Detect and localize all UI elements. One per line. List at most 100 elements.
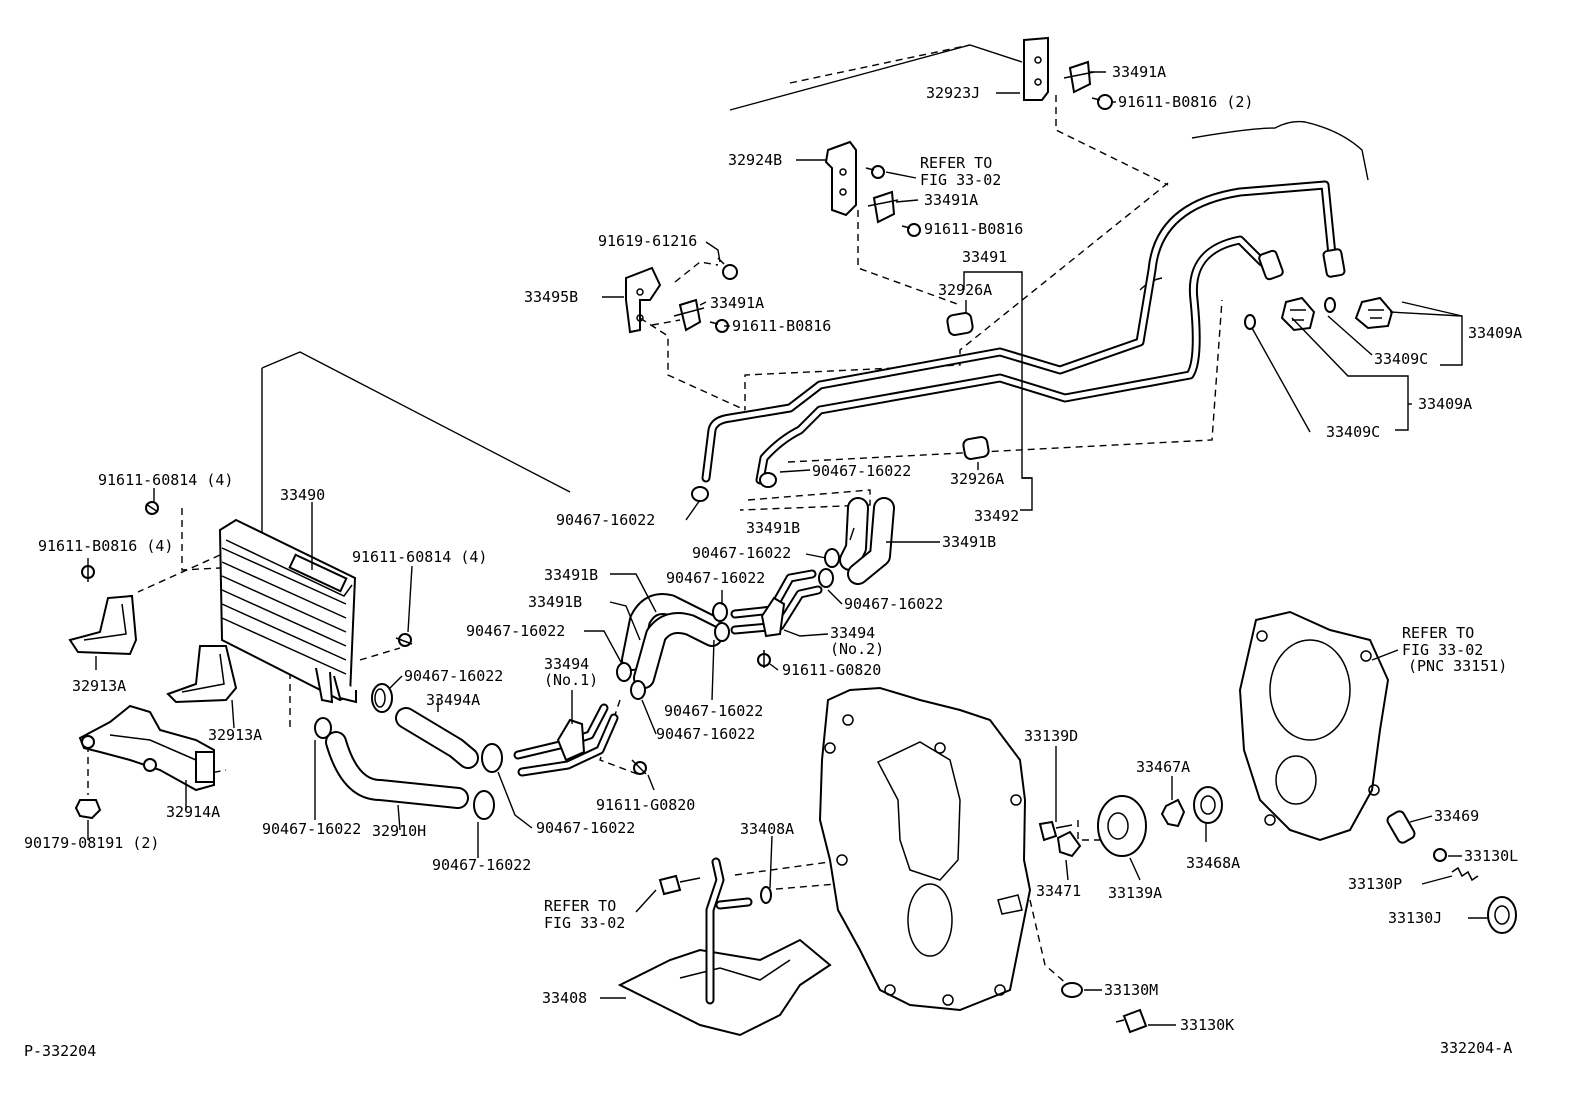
clamp-33491A-2 [867, 190, 899, 224]
label-33494-no1: 33494 [544, 655, 589, 673]
bracket-32913A-inner [166, 645, 238, 704]
spring-33130P [1451, 866, 1479, 882]
part-labels: 32923J 33491A 91611-B0816 (2) 32924B REF… [24, 63, 1522, 1060]
label-91611-G0820-a: 91611-G0820 [782, 661, 881, 679]
tube-33494-no1 [513, 703, 619, 777]
label-33467A: 33467A [1136, 758, 1190, 776]
bolt-91611-B0816-1 [1091, 94, 1113, 110]
bolts-cooler [81, 501, 413, 647]
label-33130J: 33130J [1388, 909, 1442, 927]
clamp-90467-16022-k [473, 743, 503, 820]
label-33130P: 33130P [1348, 875, 1402, 893]
label-33409A-2: 33409A [1418, 395, 1472, 413]
label-91611-60814-4b: 91611-60814 (4) [352, 548, 487, 566]
ring-33130L [1433, 848, 1447, 862]
label-33495B: 33495B [524, 288, 578, 306]
label-33491A-1: 33491A [1112, 63, 1166, 81]
label-33494-no2-sub: (No.2) [830, 640, 884, 658]
bracket-32914A [78, 704, 215, 792]
label-90467-16022-a: 90467-16022 [812, 462, 911, 480]
bolt-33130K [1115, 1008, 1148, 1034]
label-33468A: 33468A [1186, 854, 1240, 872]
reference-lines [261, 44, 1369, 540]
gear-33467A [1160, 798, 1186, 828]
leader-lines [87, 71, 1488, 1026]
label-33139D: 33139D [1024, 727, 1078, 745]
pump-33139A [1097, 795, 1147, 857]
hose-32910H [325, 731, 469, 809]
label-33130L: 33130L [1464, 847, 1518, 865]
clamp-33491A-3 [673, 298, 705, 332]
label-pnc: (PNC 33151) [1408, 657, 1507, 675]
bracket-32913A [68, 594, 138, 656]
hose-33494A [395, 707, 479, 769]
label-32914A: 32914A [166, 803, 220, 821]
hose-32926A-upper [946, 312, 974, 336]
plug-33130J [1487, 896, 1517, 934]
label-33130K: 33130K [1180, 1016, 1234, 1034]
clamp-90467-16022-g [371, 683, 393, 713]
label-33139A: 33139A [1108, 884, 1162, 902]
label-90467-16022-l: 90467-16022 [432, 856, 531, 874]
label-33491: 33491 [962, 248, 1007, 266]
nut-90179-08191 [74, 799, 102, 820]
bolt-refer-fig-33-02 [865, 165, 885, 179]
label-32923J: 32923J [926, 84, 980, 102]
label-33409C-1: 33409C [1374, 350, 1428, 368]
label-fig-1: FIG 33-02 [920, 171, 1001, 189]
label-33408: 33408 [542, 989, 587, 1007]
ring-33130M [1061, 982, 1083, 998]
strainer-33408 [617, 857, 832, 1037]
label-91611-B0816-b: 91611-B0816 [732, 317, 831, 335]
transmission-case [818, 686, 1032, 1012]
label-33491B-1: 33491B [746, 519, 800, 537]
label-refer-to-1: REFER TO [920, 154, 992, 172]
label-32913Ai: 32913A [208, 726, 262, 744]
footer-right-code: 332204-A [1440, 1039, 1512, 1057]
label-33408A: 33408A [740, 820, 794, 838]
label-33494A: 33494A [426, 691, 480, 709]
hoses-33491B-middle [621, 497, 895, 689]
label-91611-B0816-4: 91611-B0816 (4) [38, 537, 173, 555]
bracket-32923J [1023, 36, 1049, 101]
label-91619-61216: 91619-61216 [598, 232, 697, 250]
label-90467-16022-f: 90467-16022 [466, 622, 565, 640]
pipe-end-fittings [1244, 248, 1346, 330]
clamps-middle [616, 472, 840, 700]
hose-32926A-lower [962, 436, 990, 460]
label-90467-16022-e: 90467-16022 [844, 595, 943, 613]
label-33130M: 33130M [1104, 981, 1158, 999]
label-33494-no1-sub: (No.1) [544, 671, 598, 689]
cooler-pipe-33491 [701, 180, 1337, 483]
label-33491A-3: 33491A [710, 294, 764, 312]
label-fig-3: FIG 33-02 [544, 914, 625, 932]
bolt-33471 [1056, 830, 1082, 858]
label-32926A-1: 32926A [938, 281, 992, 299]
label-32924B: 32924B [728, 151, 782, 169]
oil-cooler-33490 [218, 518, 357, 704]
label-33409C-2: 33409C [1326, 423, 1380, 441]
label-33491B-2: 33491B [942, 533, 996, 551]
label-91611-60814-4a: 91611-60814 (4) [98, 471, 233, 489]
label-33492: 33492 [974, 507, 1019, 525]
ring-33408A [760, 886, 772, 904]
union-33409A-upper [1354, 296, 1394, 330]
label-33491B-3: 33491B [544, 566, 598, 584]
label-91611-G0820-b: 91611-G0820 [596, 796, 695, 814]
clamp-33491A-1 [1063, 60, 1095, 94]
label-90467-16022-j: 90467-16022 [262, 820, 361, 838]
footer-left-code: P-332204 [24, 1042, 96, 1060]
tube-33494-no2 [730, 569, 823, 638]
label-fig-2: FIG 33-02 [1402, 641, 1483, 659]
bracket-32924B [824, 140, 857, 217]
label-33471: 33471 [1036, 882, 1081, 900]
label-33409A-1: 33409A [1468, 324, 1522, 342]
bolt-refer-fig-33-02-lower [658, 874, 701, 896]
label-90179-08191: 90179-08191 (2) [24, 834, 159, 852]
label-91611-B0816-2: 91611-B0816 (2) [1118, 93, 1253, 111]
label-refer-to-2: REFER TO [1402, 624, 1474, 642]
label-90467-16022-k: 90467-16022 [536, 819, 635, 837]
bolt-91619-61216 [717, 257, 738, 280]
sleeve-33469 [1386, 810, 1416, 844]
